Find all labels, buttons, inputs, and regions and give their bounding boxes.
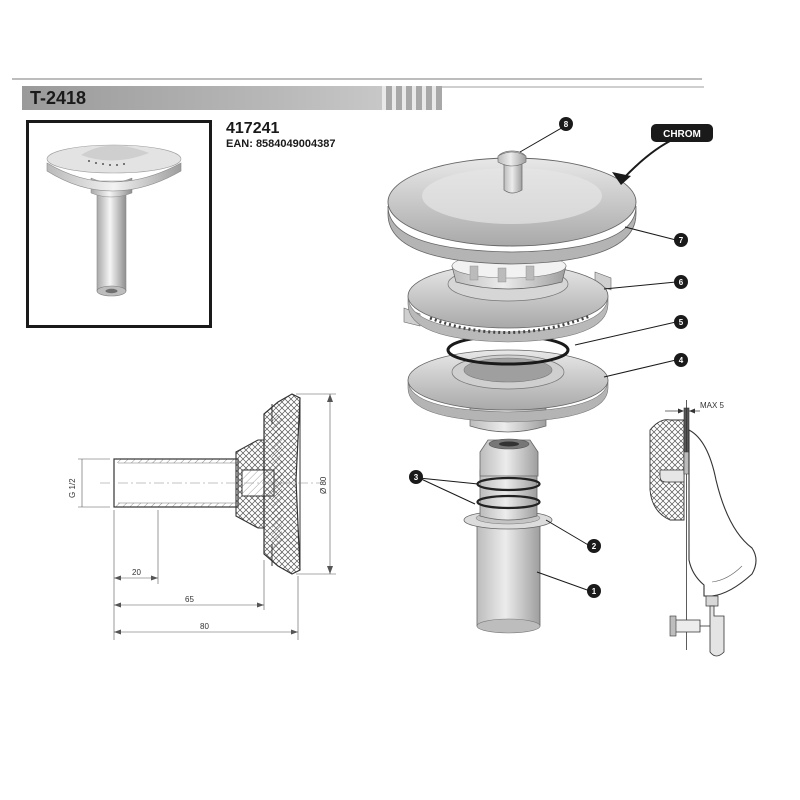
svg-text:3: 3 [414,473,419,482]
header-bar: T-2418 [22,86,442,110]
exploded-view: CHROM 8 7 6 5 4 [387,117,713,634]
product-photo [46,144,182,297]
callout-3: 3 [409,470,423,484]
callout-8: 8 [559,117,573,131]
svg-text:2: 2 [592,542,597,551]
dim-20: 20 [132,568,141,577]
part-1-tube [476,519,541,632]
svg-text:6: 6 [679,278,684,287]
callout-1: 1 [587,584,601,598]
callout-2: 2 [587,539,601,553]
callout-6: 6 [674,275,688,289]
dim-65: 65 [185,595,194,604]
svg-text:1: 1 [592,587,597,596]
top-rule [12,78,702,80]
page-title: T-2418 [30,88,87,108]
dim-80: 80 [200,622,209,631]
svg-text:7: 7 [679,236,684,245]
section-drawing: G 1/2 Ø 80 20 65 80 [68,393,336,640]
header-tail-rule [442,86,704,112]
part-3-hex-connector [479,439,539,477]
callout-7: 7 [674,233,688,247]
part-8-pin [503,161,523,194]
chrom-tag [651,124,713,142]
part-3-oring-lower [476,494,541,510]
product-photo-frame [26,120,212,328]
product-ean: EAN: 8584049004387 [226,138,336,150]
callout-5: 5 [674,315,688,329]
product-code: 417241 [226,120,280,137]
callout-leaders [418,125,677,592]
callout-4: 4 [674,353,688,367]
diameter-label: Ø 80 [319,476,328,494]
max-label: MAX 5 [700,401,725,410]
install-detail: MAX 5 [649,400,757,657]
urinal-body [688,429,757,597]
svg-text:8: 8 [564,120,569,129]
thread-label: G 1/2 [68,478,77,498]
chrom-label: CHROM [663,129,701,140]
svg-text:5: 5 [679,318,684,327]
header-stripes [382,86,442,110]
svg-text:4: 4 [679,356,684,365]
